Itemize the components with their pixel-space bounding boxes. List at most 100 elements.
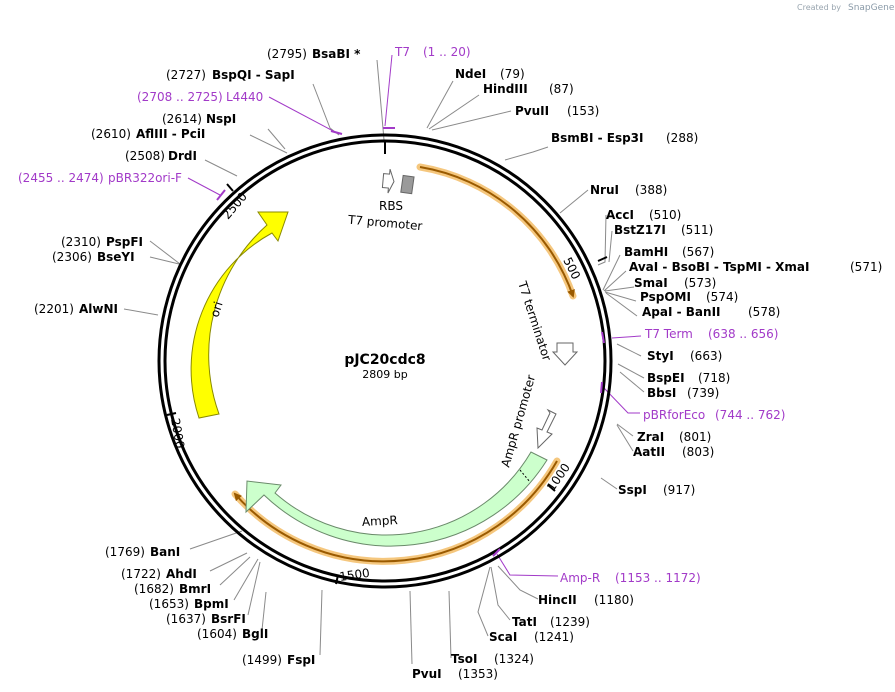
orf-arrow-2 [233, 460, 558, 563]
enzyme-pos-bmri: (1682) [134, 582, 174, 596]
enzyme-pos-avai: (571) [850, 260, 882, 274]
primer-pos-pbr322ori: (2455 .. 2474) [18, 171, 104, 185]
primer-labels: T7 (1 .. 20) (2708 .. 2725) L4440 (2455 … [18, 45, 785, 585]
primer-name-ampr[interactable]: Amp-R [560, 571, 600, 585]
enzyme-pos-scai: (1241) [534, 630, 574, 644]
enzyme-labels: (2795) BsaBI * (2727) BspQI - SapI (2614… [34, 47, 882, 681]
ampr-promoter-arrow[interactable] [536, 408, 557, 450]
enzyme-name-bani[interactable]: BanI [150, 545, 180, 559]
primer-marks [216, 127, 605, 557]
enzyme-name-nspi[interactable]: NspI [206, 112, 236, 126]
enzyme-name-bsmbi[interactable]: BsmBI - Esp3I [551, 131, 643, 145]
enzyme-name-bspqi[interactable]: BspQI - SapI [212, 68, 295, 82]
enzyme-name-aatii[interactable]: AatII [633, 445, 665, 459]
enzyme-name-pvui[interactable]: PvuI [412, 667, 442, 681]
primer-pos-ampr: (1153 .. 1172) [615, 571, 701, 585]
enzyme-pos-afliii: (2610) [91, 127, 131, 141]
ampr-label: AmpR [362, 513, 399, 529]
primer-pos-t7term: (638 .. 656) [708, 327, 778, 341]
enzyme-name-scai[interactable]: ScaI [489, 630, 517, 644]
enzyme-name-bsrfi[interactable]: BsrFI [211, 612, 246, 626]
enzyme-name-psppomi[interactable]: PspOMI [640, 290, 691, 304]
backbone-outer [157, 133, 613, 589]
enzyme-name-bgli[interactable]: BglI [242, 627, 268, 641]
enzyme-pos-bsrfi: (1637) [166, 612, 206, 626]
enzyme-pos-bspei: (718) [698, 371, 730, 385]
t7-promoter-arrow[interactable] [381, 168, 395, 194]
enzyme-name-tsoi[interactable]: TsoI [451, 652, 477, 666]
enzyme-name-tati[interactable]: TatI [512, 615, 537, 629]
enzyme-name-hindiii[interactable]: HindIII [483, 82, 528, 96]
primer-name-pbrforeco[interactable]: pBRforEco [643, 408, 705, 422]
enzyme-pos-tati: (1239) [550, 615, 590, 629]
enzyme-pos-sspi: (917) [663, 483, 695, 497]
enzyme-name-smai[interactable]: SmaI [634, 276, 668, 290]
enzyme-pos-apai: (578) [748, 305, 780, 319]
enzyme-name-nrui[interactable]: NruI [590, 183, 619, 197]
t7-terminator-symbol[interactable] [551, 342, 579, 366]
leader-lines [123, 59, 645, 665]
enzyme-name-alwni[interactable]: AlwNI [79, 302, 118, 316]
primer-pos-t7: (1 .. 20) [423, 45, 471, 59]
tick-label-1500: 1500 [338, 566, 370, 584]
enzyme-name-bamhi[interactable]: BamHI [624, 245, 668, 259]
primer-name-l4440[interactable]: L4440 [226, 90, 263, 104]
enzyme-name-avai[interactable]: AvaI - BsoBI - TspMI - XmaI [629, 260, 809, 274]
enzyme-pos-smai: (573) [684, 276, 716, 290]
enzyme-pos-fspi: (1499) [242, 653, 282, 667]
enzyme-pos-nrui: (388) [635, 183, 667, 197]
ampr-feature[interactable] [245, 451, 548, 547]
enzyme-pos-aatii: (803) [682, 445, 714, 459]
ori-feature[interactable] [190, 211, 289, 419]
primer-pos-pbrforeco: (744 .. 762) [715, 408, 785, 422]
enzyme-pos-psppomi: (574) [706, 290, 738, 304]
primer-pos-l4440: (2708 .. 2725) [137, 90, 223, 104]
primer-name-t7[interactable]: T7 [394, 45, 410, 59]
enzyme-name-styi[interactable]: StyI [647, 349, 674, 363]
enzyme-pos-nspi: (2614) [162, 112, 202, 126]
enzyme-pos-ndei: (79) [500, 67, 525, 81]
enzyme-name-afliii[interactable]: AflIII - PciI [136, 127, 205, 141]
enzyme-name-sspi[interactable]: SspI [618, 483, 647, 497]
enzyme-name-zrai[interactable]: ZraI [637, 430, 664, 444]
enzyme-pos-ahdi: (1722) [121, 567, 161, 581]
enzyme-pos-pvuii: (153) [567, 104, 599, 118]
primer-name-t7term[interactable]: T7 Term [644, 327, 693, 341]
primer-leader-lines [187, 54, 642, 577]
enzyme-name-pvuii[interactable]: PvuII [515, 104, 549, 118]
enzyme-name-bbsi[interactable]: BbsI [647, 386, 676, 400]
enzyme-pos-bstz17i: (511) [681, 223, 713, 237]
enzyme-name-apai[interactable]: ApaI - BanII [642, 305, 721, 319]
t7-terminator-label: T7 terminator [515, 279, 554, 363]
enzyme-name-ahdi[interactable]: AhdI [166, 567, 197, 581]
enzyme-name-bspei[interactable]: BspEI [647, 371, 685, 385]
plasmid-name: pJC20cdc8 [344, 352, 425, 368]
enzyme-pos-bsabi: (2795) [267, 47, 307, 61]
enzyme-name-bsabi[interactable]: BsaBI * [312, 47, 361, 61]
rbs-box[interactable] [400, 174, 415, 195]
enzyme-pos-hincii: (1180) [594, 593, 634, 607]
enzyme-pos-zrai: (801) [679, 430, 711, 444]
enzyme-name-fspi[interactable]: FspI [287, 653, 315, 667]
enzyme-name-bmri[interactable]: BmrI [179, 582, 211, 596]
credit-text: Created by [797, 3, 841, 12]
enzyme-pos-bspqi: (2727) [166, 68, 206, 82]
enzyme-pos-bsmbi: (288) [666, 131, 698, 145]
enzyme-name-bstz17i[interactable]: BstZ17I [614, 223, 666, 237]
enzyme-name-pspfi[interactable]: PspFI [106, 235, 143, 249]
enzyme-pos-bseyi: (2306) [52, 250, 92, 264]
primer-name-pbr322ori[interactable]: pBR322ori-F [108, 171, 182, 185]
enzyme-name-drdi[interactable]: DrdI [168, 149, 197, 163]
orf-glow-1 [416, 163, 577, 300]
enzyme-name-ndei[interactable]: NdeI [455, 67, 486, 81]
enzyme-pos-styi: (663) [690, 349, 722, 363]
enzyme-name-hincii[interactable]: HincII [538, 593, 577, 607]
snapgene-brand: SnapGene [848, 3, 895, 13]
enzyme-pos-bgli: (1604) [197, 627, 237, 641]
ampr-internal-mark [519, 469, 531, 483]
enzyme-name-acci[interactable]: AccI [606, 208, 634, 222]
enzyme-name-bpmi[interactable]: BpmI [194, 597, 229, 611]
enzyme-pos-drdi: (2508) [125, 149, 165, 163]
enzyme-name-bseyi[interactable]: BseYI [97, 250, 135, 264]
